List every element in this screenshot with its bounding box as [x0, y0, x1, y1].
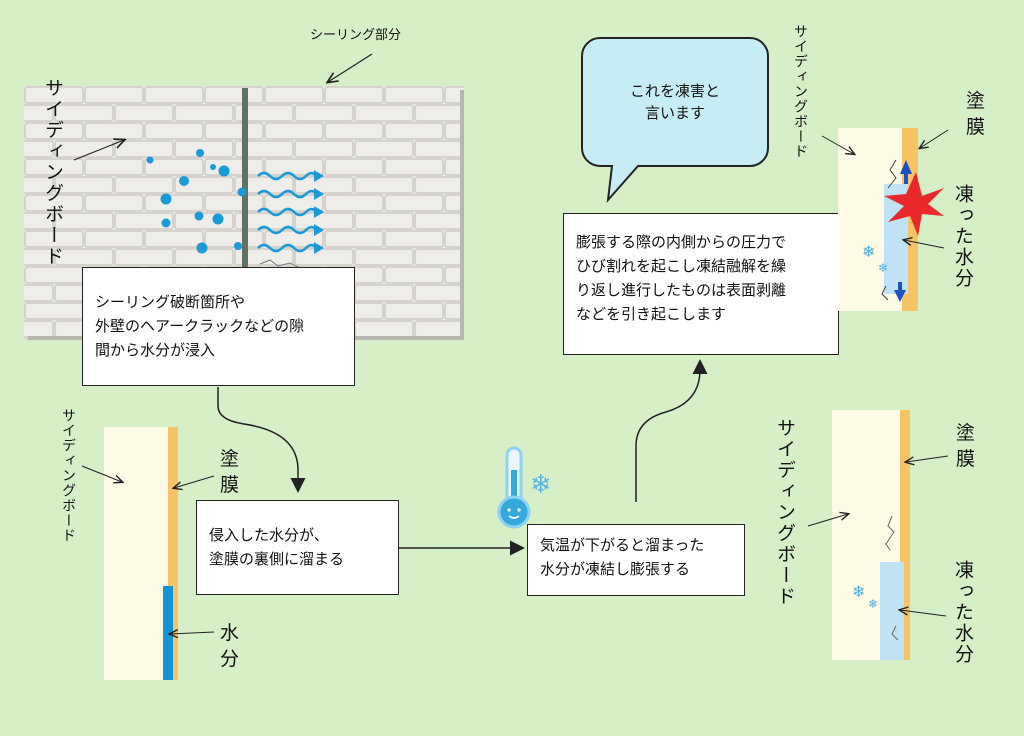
snowflake-icon: ❄	[530, 470, 552, 500]
siding-board-left	[104, 427, 170, 680]
siding-board-label-right-top: サイディングボード	[792, 24, 808, 159]
water-flow-arrows	[257, 171, 318, 253]
sealing-part-label: シーリング部分	[310, 28, 402, 43]
snowflake-icon-bottom-small: ❄	[868, 597, 879, 611]
thermometer-icon	[496, 446, 532, 530]
coating-label-right-bottom: 塗膜	[956, 422, 976, 470]
step1-box: シーリング破断箇所や 外壁のヘアークラックなどの隙 間から水分が浸入	[82, 267, 355, 386]
snowflake-icon-top: ❄	[862, 242, 876, 261]
frozen-water-layer-bottom	[880, 562, 904, 660]
siding-board-label-left: サイディングボード	[60, 408, 76, 543]
coating-layer-left	[168, 427, 178, 680]
water-layer	[163, 586, 173, 680]
siding-board-label-wall: サイディングボード	[42, 78, 64, 267]
coating-label-right-top: 塗膜	[966, 90, 986, 138]
coating-label-left: 塗膜	[220, 448, 240, 496]
connector-step3-step4	[635, 359, 708, 502]
frozen-water-label-top: 凍った水分	[952, 184, 974, 289]
frozen-water-layer-top	[884, 184, 908, 294]
sealing-joint	[242, 88, 248, 340]
siding-board-label-right-bottom: サイディングボード	[774, 418, 796, 607]
water-label: 水分	[220, 622, 240, 670]
step3-box: 気温が下がると溜まった 水分が凍結し膨張する	[527, 524, 745, 596]
coating-layer-right-bottom	[900, 410, 910, 660]
speech-bubble-text: これを凍害と 言います	[629, 82, 720, 122]
snowflake-icon-bottom: ❄	[852, 582, 866, 601]
step2-box: 侵入した水分が、 塗膜の裏側に溜まる	[196, 500, 399, 595]
frozen-water-label-bottom: 凍った水分	[952, 560, 974, 665]
water-droplets	[146, 149, 247, 254]
step4-box: 膨張する際の内側からの圧力で ひび割れを起こし凍結融解を繰 り返し進行したものは…	[563, 213, 839, 355]
snowflake-icon-top-small: ❄	[878, 261, 889, 275]
